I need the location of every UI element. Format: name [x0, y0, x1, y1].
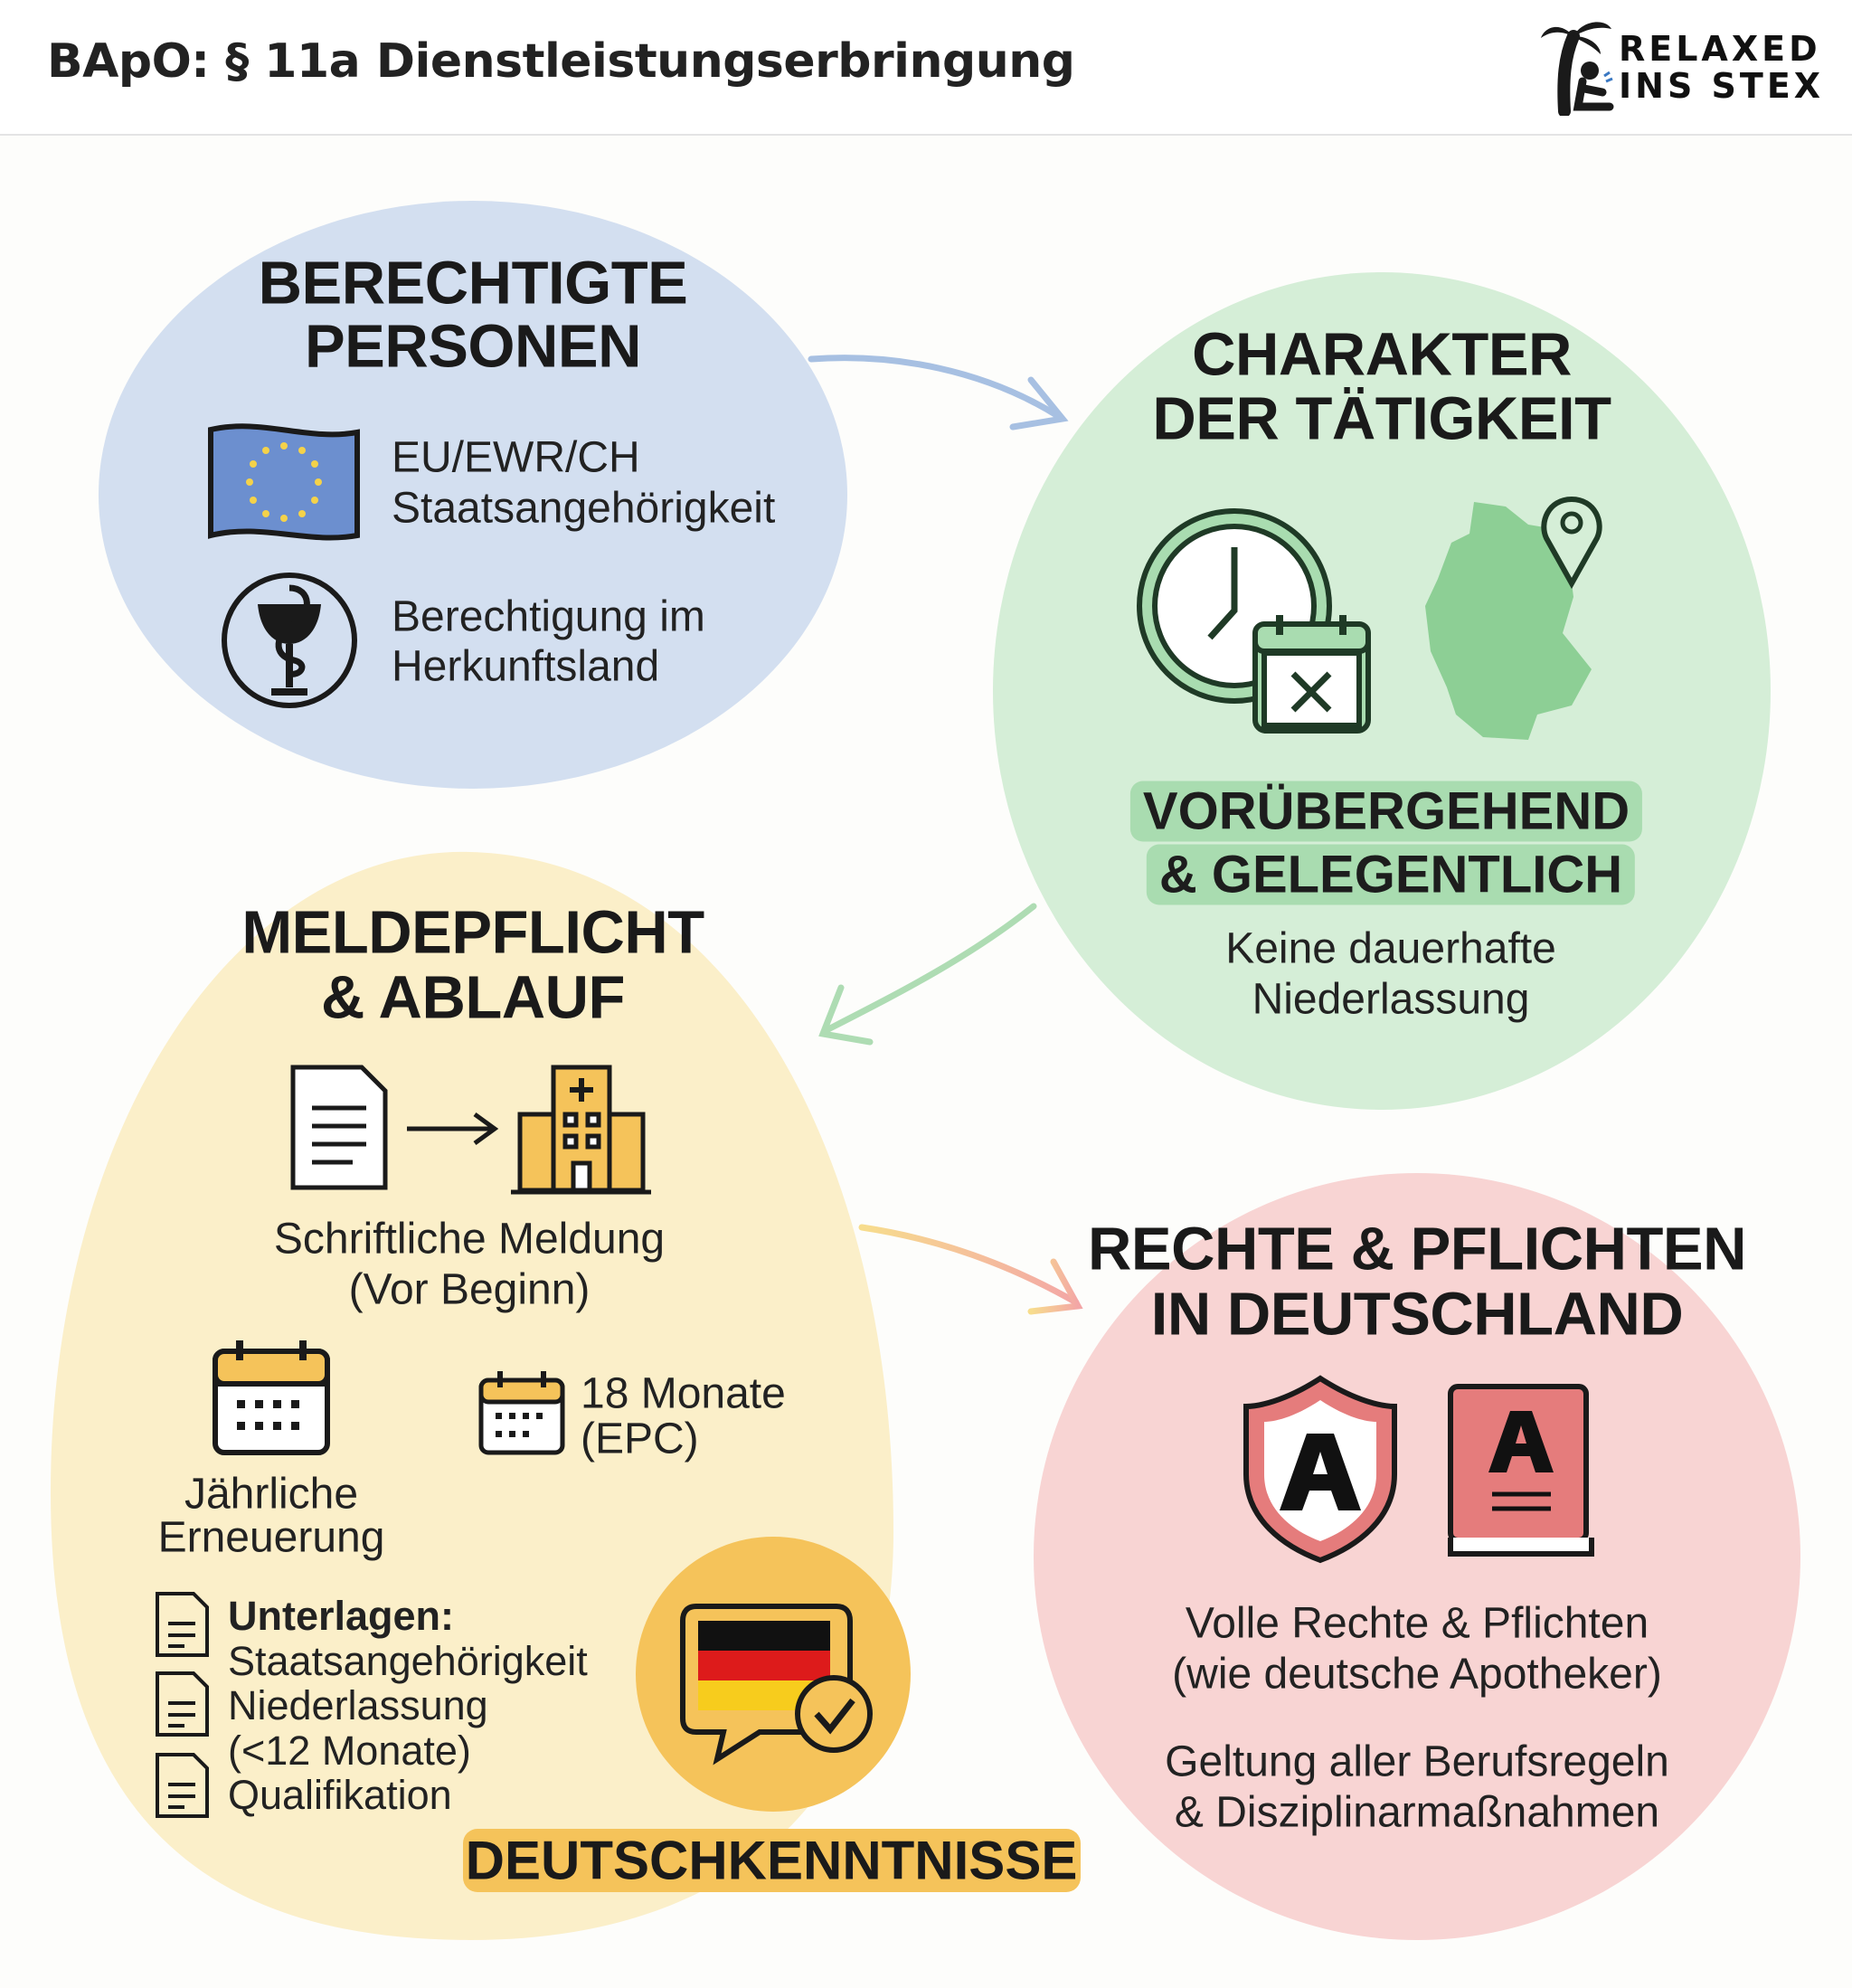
german-flag-speech-bubble-icon	[680, 1604, 873, 1766]
page-title: BApO: § 11a Dienstleistungserbringung	[47, 34, 1075, 89]
banner-gelegentlich: & GELEGENTLICH	[1146, 844, 1636, 905]
document-item: Qualifikation	[228, 1772, 452, 1818]
calendar-small-icon	[478, 1371, 565, 1455]
renewal-line2: Erneuerung	[157, 1513, 385, 1562]
nationality-line2: Staatsangehörigkeit	[392, 484, 776, 533]
document-item: Staatsangehörigkeit	[228, 1638, 588, 1684]
charakter-desc-line1: Keine dauerhafte	[1225, 924, 1556, 973]
section-blob-rechte	[1034, 1173, 1800, 1940]
pharmacy-book-icon	[1448, 1384, 1594, 1557]
calendar-large-icon	[213, 1340, 330, 1455]
logo-line-2: INS STEX	[1619, 66, 1825, 106]
rechte-desc-line3: Geltung aller Berufsregeln	[1165, 1737, 1669, 1786]
hospital-building-icon	[511, 1065, 651, 1195]
epc-line2: (EPC)	[581, 1415, 699, 1463]
meldung-line2: (Vor Beginn)	[348, 1265, 591, 1314]
section-title-rechte-line2: IN DEUTSCHLAND	[1150, 1280, 1684, 1349]
bowl-of-hygieia-icon	[222, 573, 357, 708]
section-title-meldepflicht-line1: MELDEPFLICHT	[241, 898, 704, 967]
section-title-berechtigte-line2: PERSONEN	[304, 312, 642, 381]
arrow-green-icon	[818, 903, 1037, 1046]
section-title-charakter-line2: DER TÄTIGKEIT	[1152, 384, 1611, 453]
charakter-desc-line2: Niederlassung	[1252, 975, 1530, 1024]
authorization-line2: Herkunftsland	[392, 642, 660, 691]
language-banner-bg	[463, 1829, 1081, 1892]
meldung-line1: Schriftliche Meldung	[273, 1215, 666, 1264]
banner-voruebergehend: VORÜBERGEHEND	[1129, 781, 1643, 842]
eu-flag-icon	[208, 423, 360, 541]
rechte-desc-line1: Volle Rechte & Pflichten	[1185, 1599, 1649, 1648]
section-title-rechte-line1: RECHTE & PFLICHTEN	[1088, 1215, 1747, 1283]
rechte-desc-line2: (wie deutsche Apotheker)	[1172, 1650, 1662, 1699]
authorization-line1: Berechtigung im	[392, 592, 705, 641]
document-item: Niederlassung	[228, 1682, 488, 1728]
section-title-meldepflicht-line2: & ABLAUF	[321, 963, 625, 1032]
document-small-icons	[156, 1592, 209, 1818]
section-title-berechtigte-line1: BERECHTIGTE	[258, 249, 688, 317]
pharmacy-shield-icon	[1243, 1375, 1397, 1564]
section-title-charakter-line1: CHARAKTER	[1192, 320, 1572, 389]
documents-label: Unterlagen:	[228, 1593, 455, 1639]
language-banner: DEUTSCHKENNTNISSE	[465, 1830, 1078, 1891]
palm-tree-logo-icon	[1541, 22, 1614, 116]
document-icon	[290, 1065, 388, 1190]
clock-calendar-icon	[1137, 508, 1371, 734]
germany-map-pin-icon	[1425, 496, 1602, 740]
rechte-desc-line4: & Disziplinarmaßnahmen	[1174, 1788, 1660, 1837]
document-item: (<12 Monate)	[228, 1728, 471, 1774]
logo-text: RELAXED INS STEX	[1619, 31, 1824, 105]
renewal-line1: Jährliche	[184, 1470, 359, 1519]
epc-line1: 18 Monate	[581, 1369, 786, 1418]
logo-line-1: RELAXED	[1619, 29, 1821, 69]
arrow-right-icon	[407, 1112, 499, 1146]
arrow-yellow-pink-icon	[858, 1224, 1083, 1315]
header: BApO: § 11a Dienstleistungserbringung RE…	[0, 0, 1852, 136]
arrow-blue-icon	[808, 355, 1069, 431]
nationality-line1: EU/EWR/CH	[392, 433, 640, 482]
